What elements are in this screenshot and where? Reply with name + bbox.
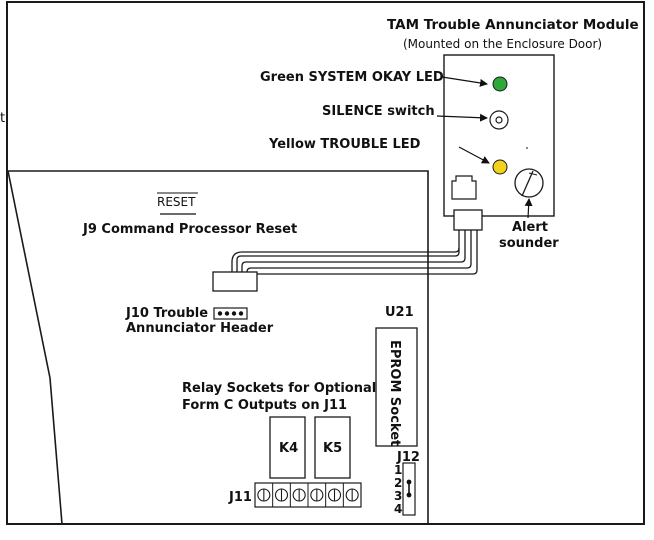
eprom-socket [375,327,418,447]
silence-switch-label: SILENCE switch [322,104,435,119]
relay-label-line1: Relay Sockets for Optional [182,381,376,396]
silence-switch-arrow [436,113,488,122]
relay-k5-label: K5 [323,441,342,456]
tam-module-subtitle: (Mounted on the Enclosure Door) [403,37,602,51]
j12-pin-labels: 1 2 3 4 [394,463,402,516]
silence-switch[interactable] [489,110,509,130]
j12-jumper [406,479,412,498]
control-board-outline [7,170,429,525]
j11-terminal-block [254,482,362,508]
tam-module-title: TAM Trouble Annunciator Module [387,17,639,33]
j11-screw-terminal [257,488,271,502]
yellow-led-label: Yellow TROUBLE LED [268,137,421,152]
green-system-okay-led [492,76,508,92]
u21-label: U21 [385,305,414,320]
outer-frame [6,1,645,525]
j11-screw-terminal [307,483,324,507]
alert-sounder-arrow [524,198,533,219]
ribbon-cable [212,209,483,292]
reset-label: RESET [157,195,196,209]
j11-label: J11 [228,490,252,505]
j12-pin-4: 4 [394,502,402,516]
j12-pin-2: 2 [394,476,402,490]
green-led-arrow [441,76,488,87]
tam-connector-header [451,175,477,200]
j12-pin-3: 3 [394,489,402,503]
j10-trouble-header [213,307,248,320]
relay-k4-label: K4 [279,441,298,456]
green-led-label: Green SYSTEM OKAY LED [260,70,444,85]
alert-sounder [514,168,544,198]
j11-screw-terminal [325,483,342,507]
alert-sounder-label-line2: sounder [499,236,559,251]
j10-label-line2: Annunciator Header [126,321,274,336]
j11-screw-terminal [342,483,359,507]
j9-label: J9 Command Processor Reset [82,222,297,237]
yellow-trouble-led [492,159,508,175]
yellow-led-arrow [458,146,490,164]
alert-sounder-label-line1: Alert [512,220,548,235]
eprom-socket-label: EPROM Socket [387,340,402,446]
relay-socket-k4 [269,416,306,479]
edge-fragment-text: t [0,111,5,126]
j11-screw-terminal [272,483,289,507]
relay-label-line2: Form C Outputs on J11 [182,398,347,413]
j10-label-line1: J10 Trouble [125,306,208,321]
tam-dot-mark [526,147,528,149]
relay-socket-k5 [314,416,351,479]
j12-label: J12 [396,450,420,465]
j12-pin-1: 1 [394,463,402,477]
j11-screw-terminal [289,483,306,507]
